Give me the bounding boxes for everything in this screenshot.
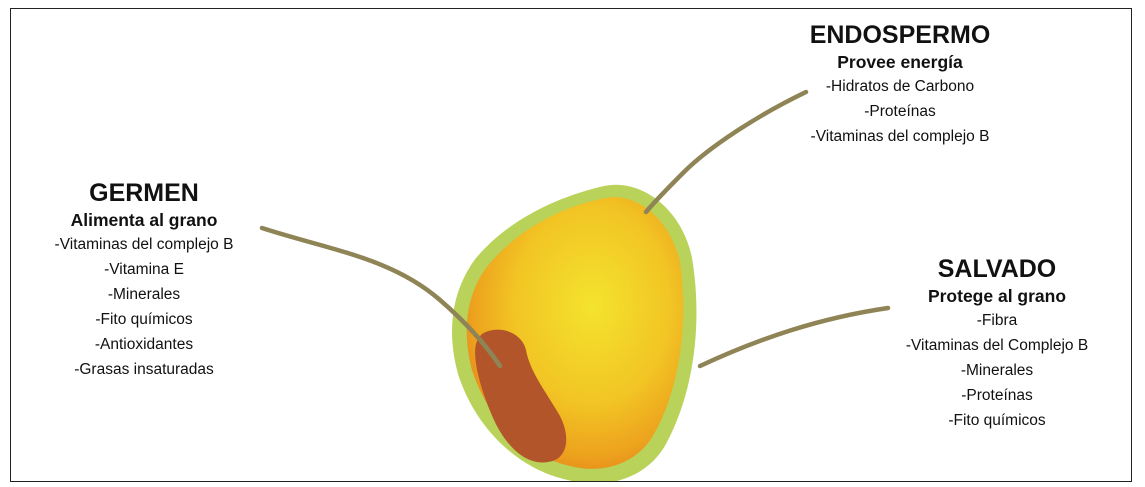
list-item: -Antioxidantes — [14, 332, 274, 357]
salvado-label-block: SALVADO Protege al grano -Fibra -Vitamin… — [862, 254, 1132, 433]
list-item: -Minerales — [862, 358, 1132, 383]
salvado-subtitle: Protege al grano — [862, 284, 1132, 308]
list-item: -Proteínas — [862, 383, 1132, 408]
list-item: -Fibra — [862, 308, 1132, 333]
list-item: -Vitaminas del Complejo B — [862, 333, 1132, 358]
list-item: -Hidratos de Carbono — [760, 74, 1040, 99]
list-item: -Vitamina E — [14, 257, 274, 282]
germen-label-block: GERMEN Alimenta al grano -Vitaminas del … — [14, 178, 274, 382]
list-item: -Minerales — [14, 282, 274, 307]
list-item: -Fito químicos — [862, 408, 1132, 433]
endospermo-title: ENDOSPERMO — [760, 20, 1040, 50]
list-item: -Vitaminas del complejo B — [760, 124, 1040, 149]
salvado-title: SALVADO — [862, 254, 1132, 284]
list-item: -Proteínas — [760, 99, 1040, 124]
list-item: -Grasas insaturadas — [14, 357, 274, 382]
germen-subtitle: Alimenta al grano — [14, 208, 274, 232]
germen-title: GERMEN — [14, 178, 274, 208]
salvado-connector — [700, 308, 888, 366]
endospermo-subtitle: Provee energía — [760, 50, 1040, 74]
list-item: -Fito químicos — [14, 307, 274, 332]
endospermo-label-block: ENDOSPERMO Provee energía -Hidratos de C… — [760, 20, 1040, 149]
list-item: -Vitaminas del complejo B — [14, 232, 274, 257]
